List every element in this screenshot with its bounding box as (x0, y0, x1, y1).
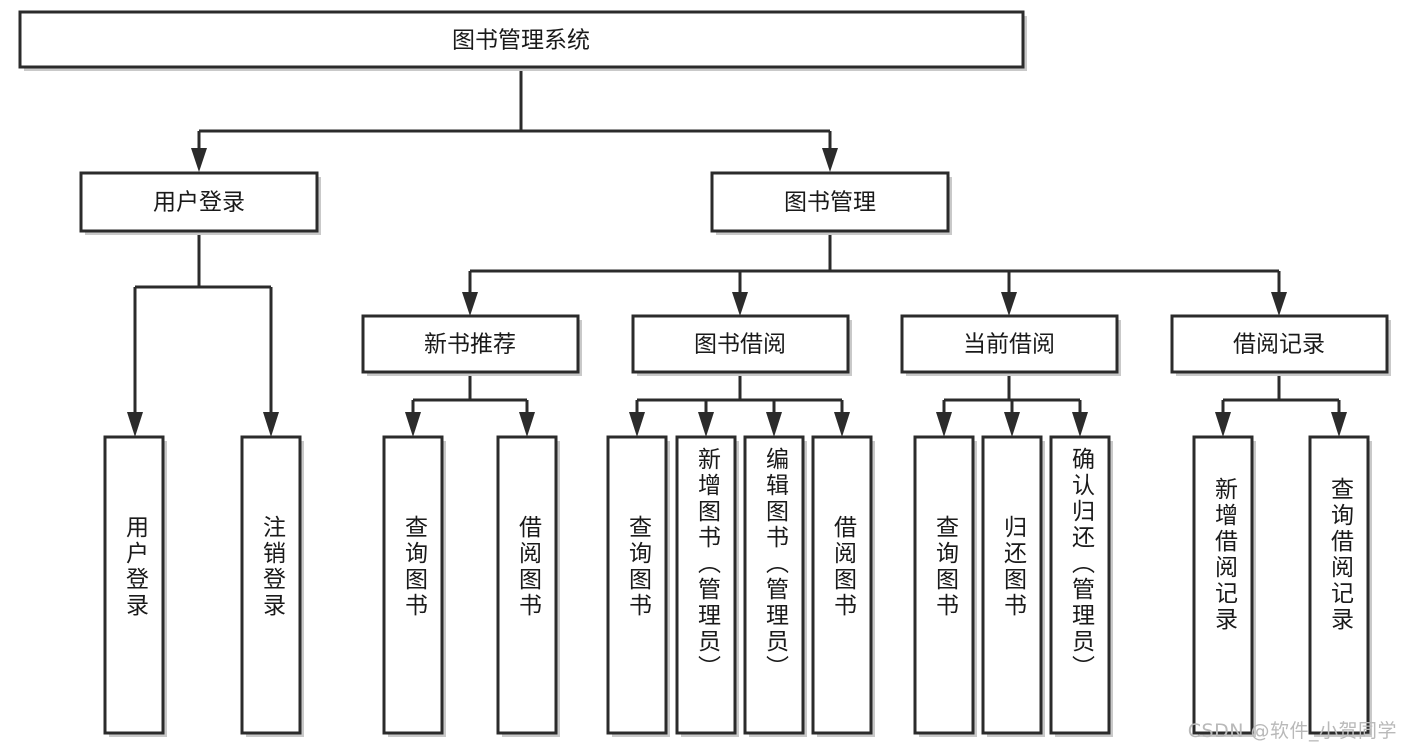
node-leaf-confirm-return[interactable] (1049, 435, 1113, 737)
node-new-book-rec[interactable]: 新书推荐 (361, 314, 582, 376)
node-leaf-query-book-2[interactable] (606, 435, 670, 737)
node-book-borrow[interactable]: 图书借阅 (631, 314, 852, 376)
edge-root-to-level2 (191, 68, 838, 172)
node-leaf-user-login[interactable] (103, 435, 167, 737)
node-borrow-record-label: 借阅记录 (1233, 332, 1325, 358)
csdn-watermark: CSDN @软件_小贺同学 (1187, 720, 1397, 742)
node-leaf-query-record[interactable] (1308, 435, 1372, 737)
node-leaf-logout[interactable] (240, 435, 304, 737)
node-leaf-query-book-1[interactable] (382, 435, 446, 737)
node-leaf-query-book-3[interactable] (913, 435, 977, 737)
node-book-manage-label: 图书管理 (784, 190, 876, 216)
node-user-login[interactable]: 用户登录 (79, 171, 321, 235)
node-leaf-return-book[interactable] (981, 435, 1045, 737)
node-book-manage[interactable]: 图书管理 (710, 171, 952, 235)
edge-bookborrow-to-leaves (629, 374, 850, 437)
node-leaf-borrow-book-1[interactable] (496, 435, 560, 737)
node-leaf-add-book[interactable] (675, 435, 739, 737)
edge-currentborrow-to-leaves (936, 374, 1088, 437)
node-borrow-record[interactable]: 借阅记录 (1170, 314, 1391, 376)
edge-newbook-to-leaves (405, 374, 535, 437)
node-root-label: 图书管理系统 (452, 28, 590, 54)
node-leaf-add-record[interactable] (1192, 435, 1256, 737)
edge-bookmanage-to-level3 (462, 233, 1287, 316)
edge-userlogin-to-leaves (127, 233, 279, 437)
node-current-borrow[interactable]: 当前借阅 (900, 314, 1121, 376)
node-leaf-edit-book[interactable] (743, 435, 807, 737)
node-root[interactable]: 图书管理系统 (18, 10, 1027, 71)
node-user-login-label: 用户登录 (153, 190, 245, 216)
node-current-borrow-label: 当前借阅 (963, 332, 1055, 358)
edge-borrowrecord-to-leaves (1215, 374, 1347, 437)
node-leaf-borrow-book-2[interactable] (811, 435, 875, 737)
node-new-book-rec-label: 新书推荐 (424, 332, 516, 358)
node-book-borrow-label: 图书借阅 (694, 332, 786, 358)
